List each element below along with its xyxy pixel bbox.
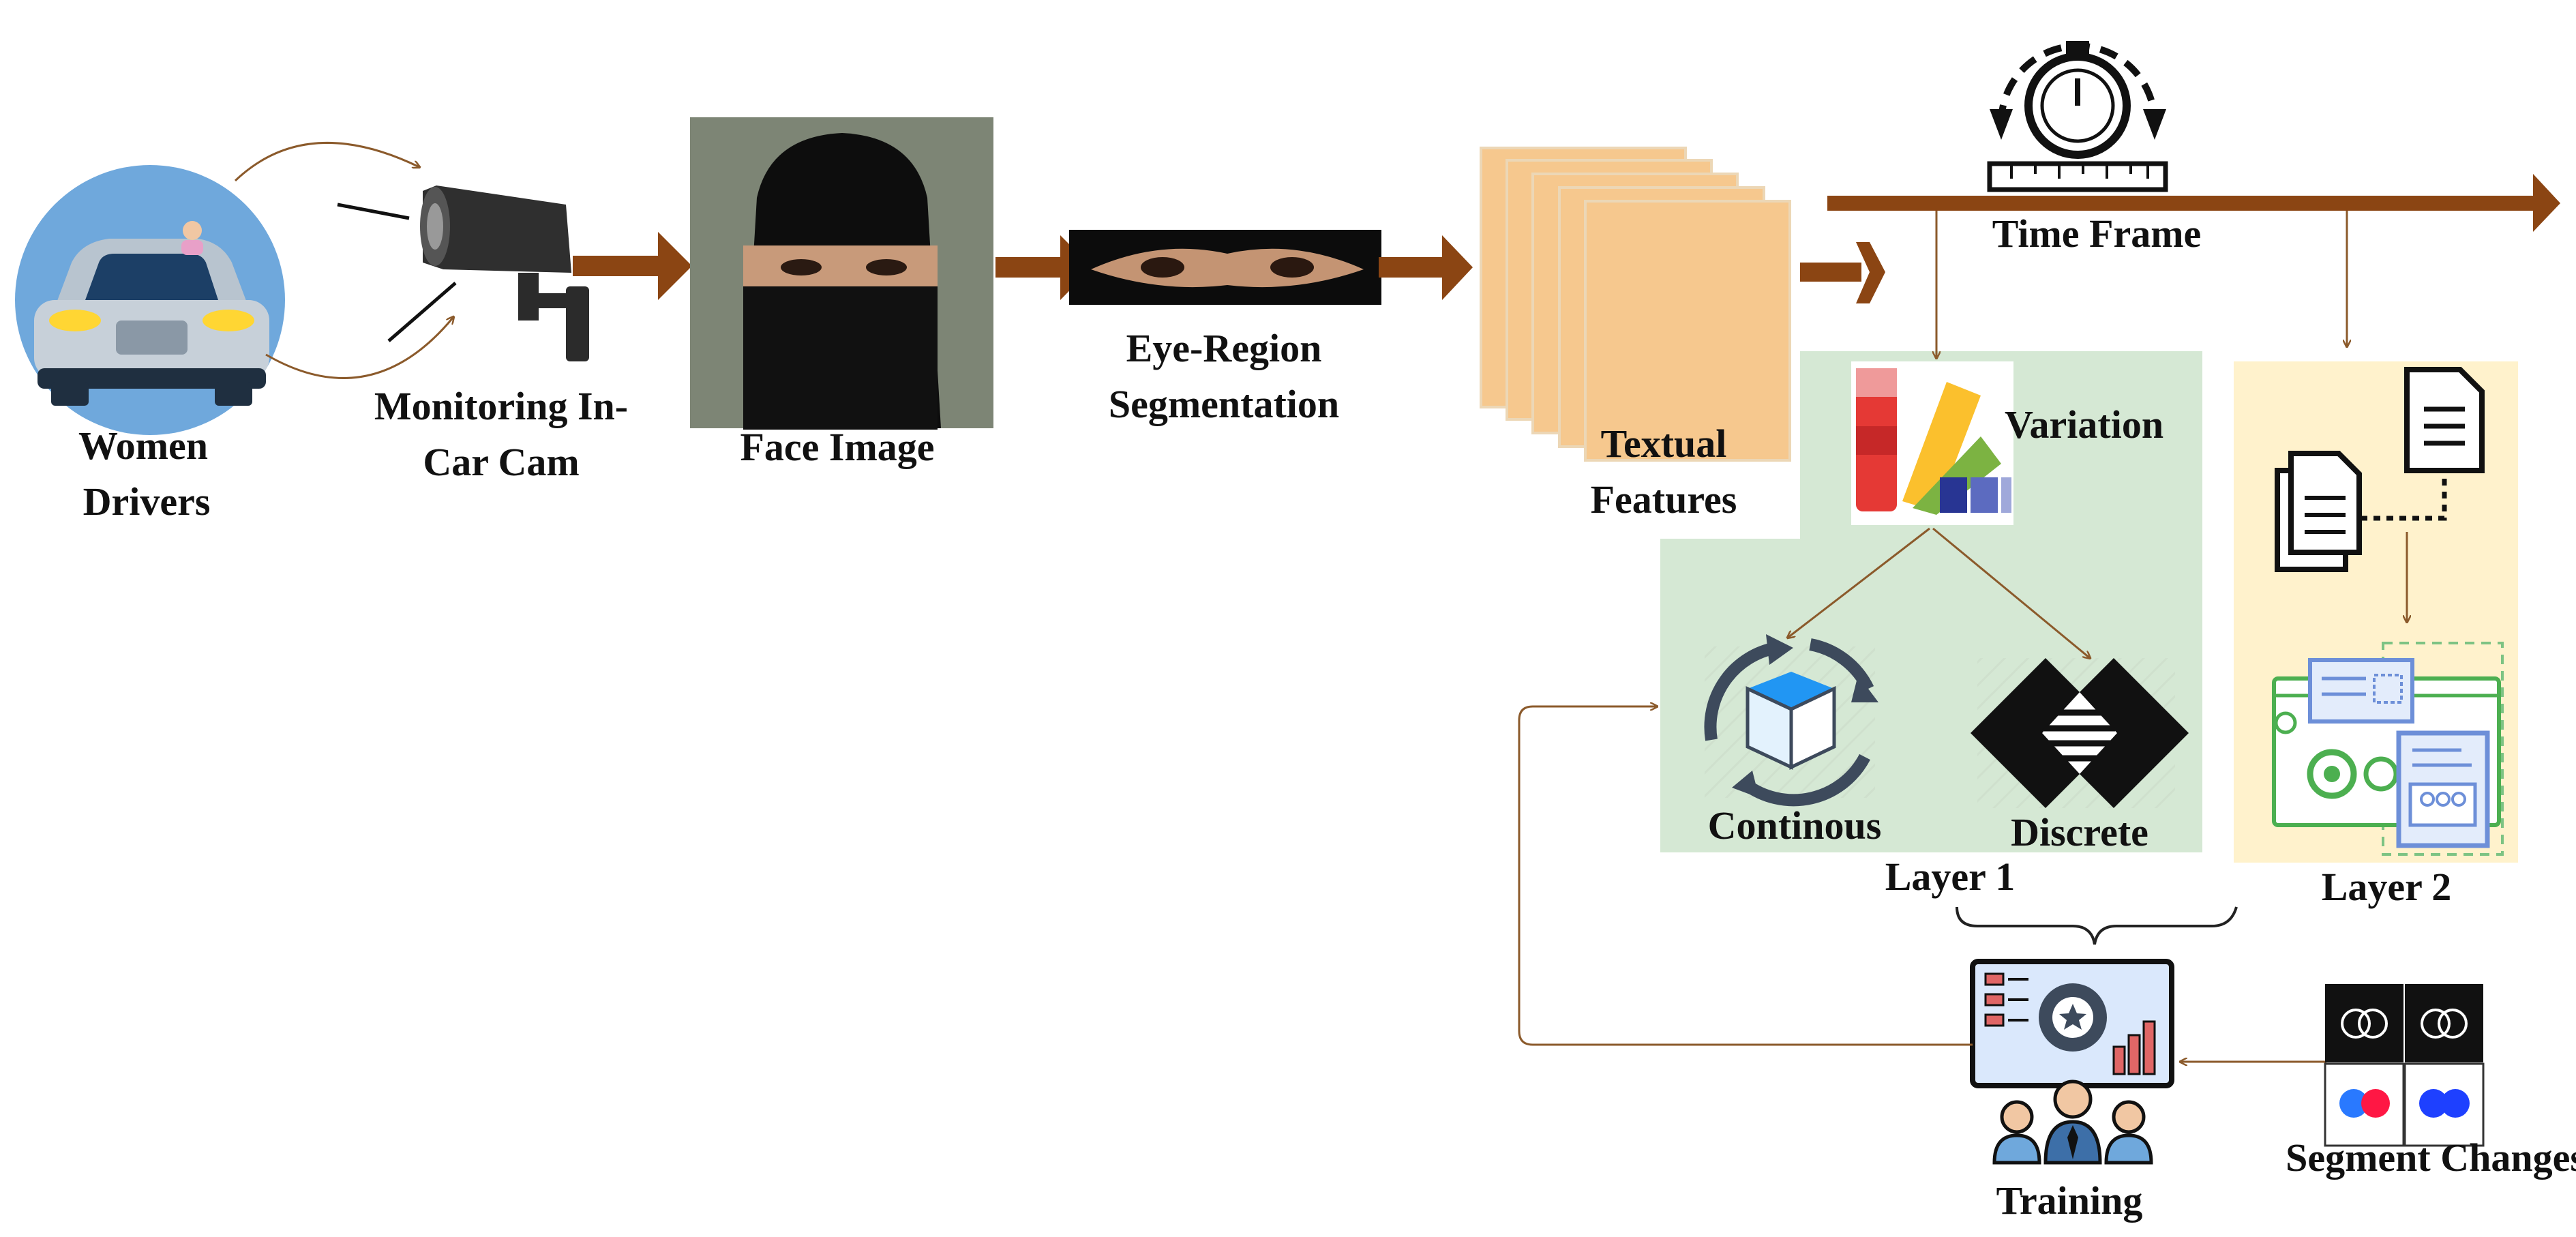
face-image	[690, 117, 993, 430]
segment-changes-label: Segment Changes	[2286, 1135, 2576, 1180]
time-frame-axis	[1827, 174, 2560, 232]
monitoring-camera-label: Monitoring In-	[374, 384, 628, 428]
monitoring-camera-label-line2: Car Cam	[423, 440, 579, 484]
variation-to-continous-arrow	[1788, 527, 1930, 638]
women-drivers-label-line2: Drivers	[83, 479, 211, 524]
face-image-label: Face Image	[740, 425, 934, 469]
training-presentation-icon	[1970, 959, 2174, 1165]
diamond-pattern-icon	[1971, 658, 2189, 808]
document-icon	[2404, 367, 2485, 473]
documents-connector	[2361, 474, 2447, 521]
layers-brace	[1956, 906, 2238, 945]
layer2-label: Layer 2	[2322, 865, 2452, 909]
layer1-label: Layer 1	[1885, 854, 2016, 899]
segment-changes-grid	[2324, 984, 2485, 1147]
cctv-camera-icon	[337, 185, 589, 361]
color-palette-icon	[1851, 361, 2013, 525]
variation-to-discrete-arrow	[1932, 527, 2090, 658]
discrete-label: Discrete	[2011, 810, 2148, 854]
eye-region-label-line2: Segmentation	[1109, 382, 1339, 426]
women-drivers-label: Women	[78, 423, 208, 468]
eye-region-image	[1069, 230, 1381, 305]
time-frame-label: Time Frame	[1992, 211, 2202, 256]
features-to-timeline-arrow	[1800, 242, 1885, 303]
car-icon	[15, 165, 285, 435]
eye-to-features-arrow	[1379, 235, 1473, 300]
cycle-cube-icon	[1704, 634, 1878, 807]
feature-stack	[1480, 147, 1791, 462]
textual-features-label: Textual	[1601, 421, 1727, 466]
variation-label: Variation	[2005, 402, 2163, 447]
textual-features-label-line2: Features	[1591, 477, 1737, 522]
camera-to-face-arrow	[573, 232, 692, 300]
eye-region-label: Eye-Region	[1126, 326, 1322, 370]
stopwatch-icon	[1987, 41, 2168, 192]
continous-label: Continous	[1708, 803, 1882, 848]
car-to-camera-arrow-top	[234, 141, 419, 182]
car-to-camera-arrow-bottom	[265, 317, 453, 379]
training-feedback-loop	[1518, 706, 1973, 1046]
training-label: Training	[1996, 1178, 2143, 1223]
dashboard-gear-icon	[2272, 642, 2504, 856]
document-stack-icon	[2275, 451, 2362, 572]
